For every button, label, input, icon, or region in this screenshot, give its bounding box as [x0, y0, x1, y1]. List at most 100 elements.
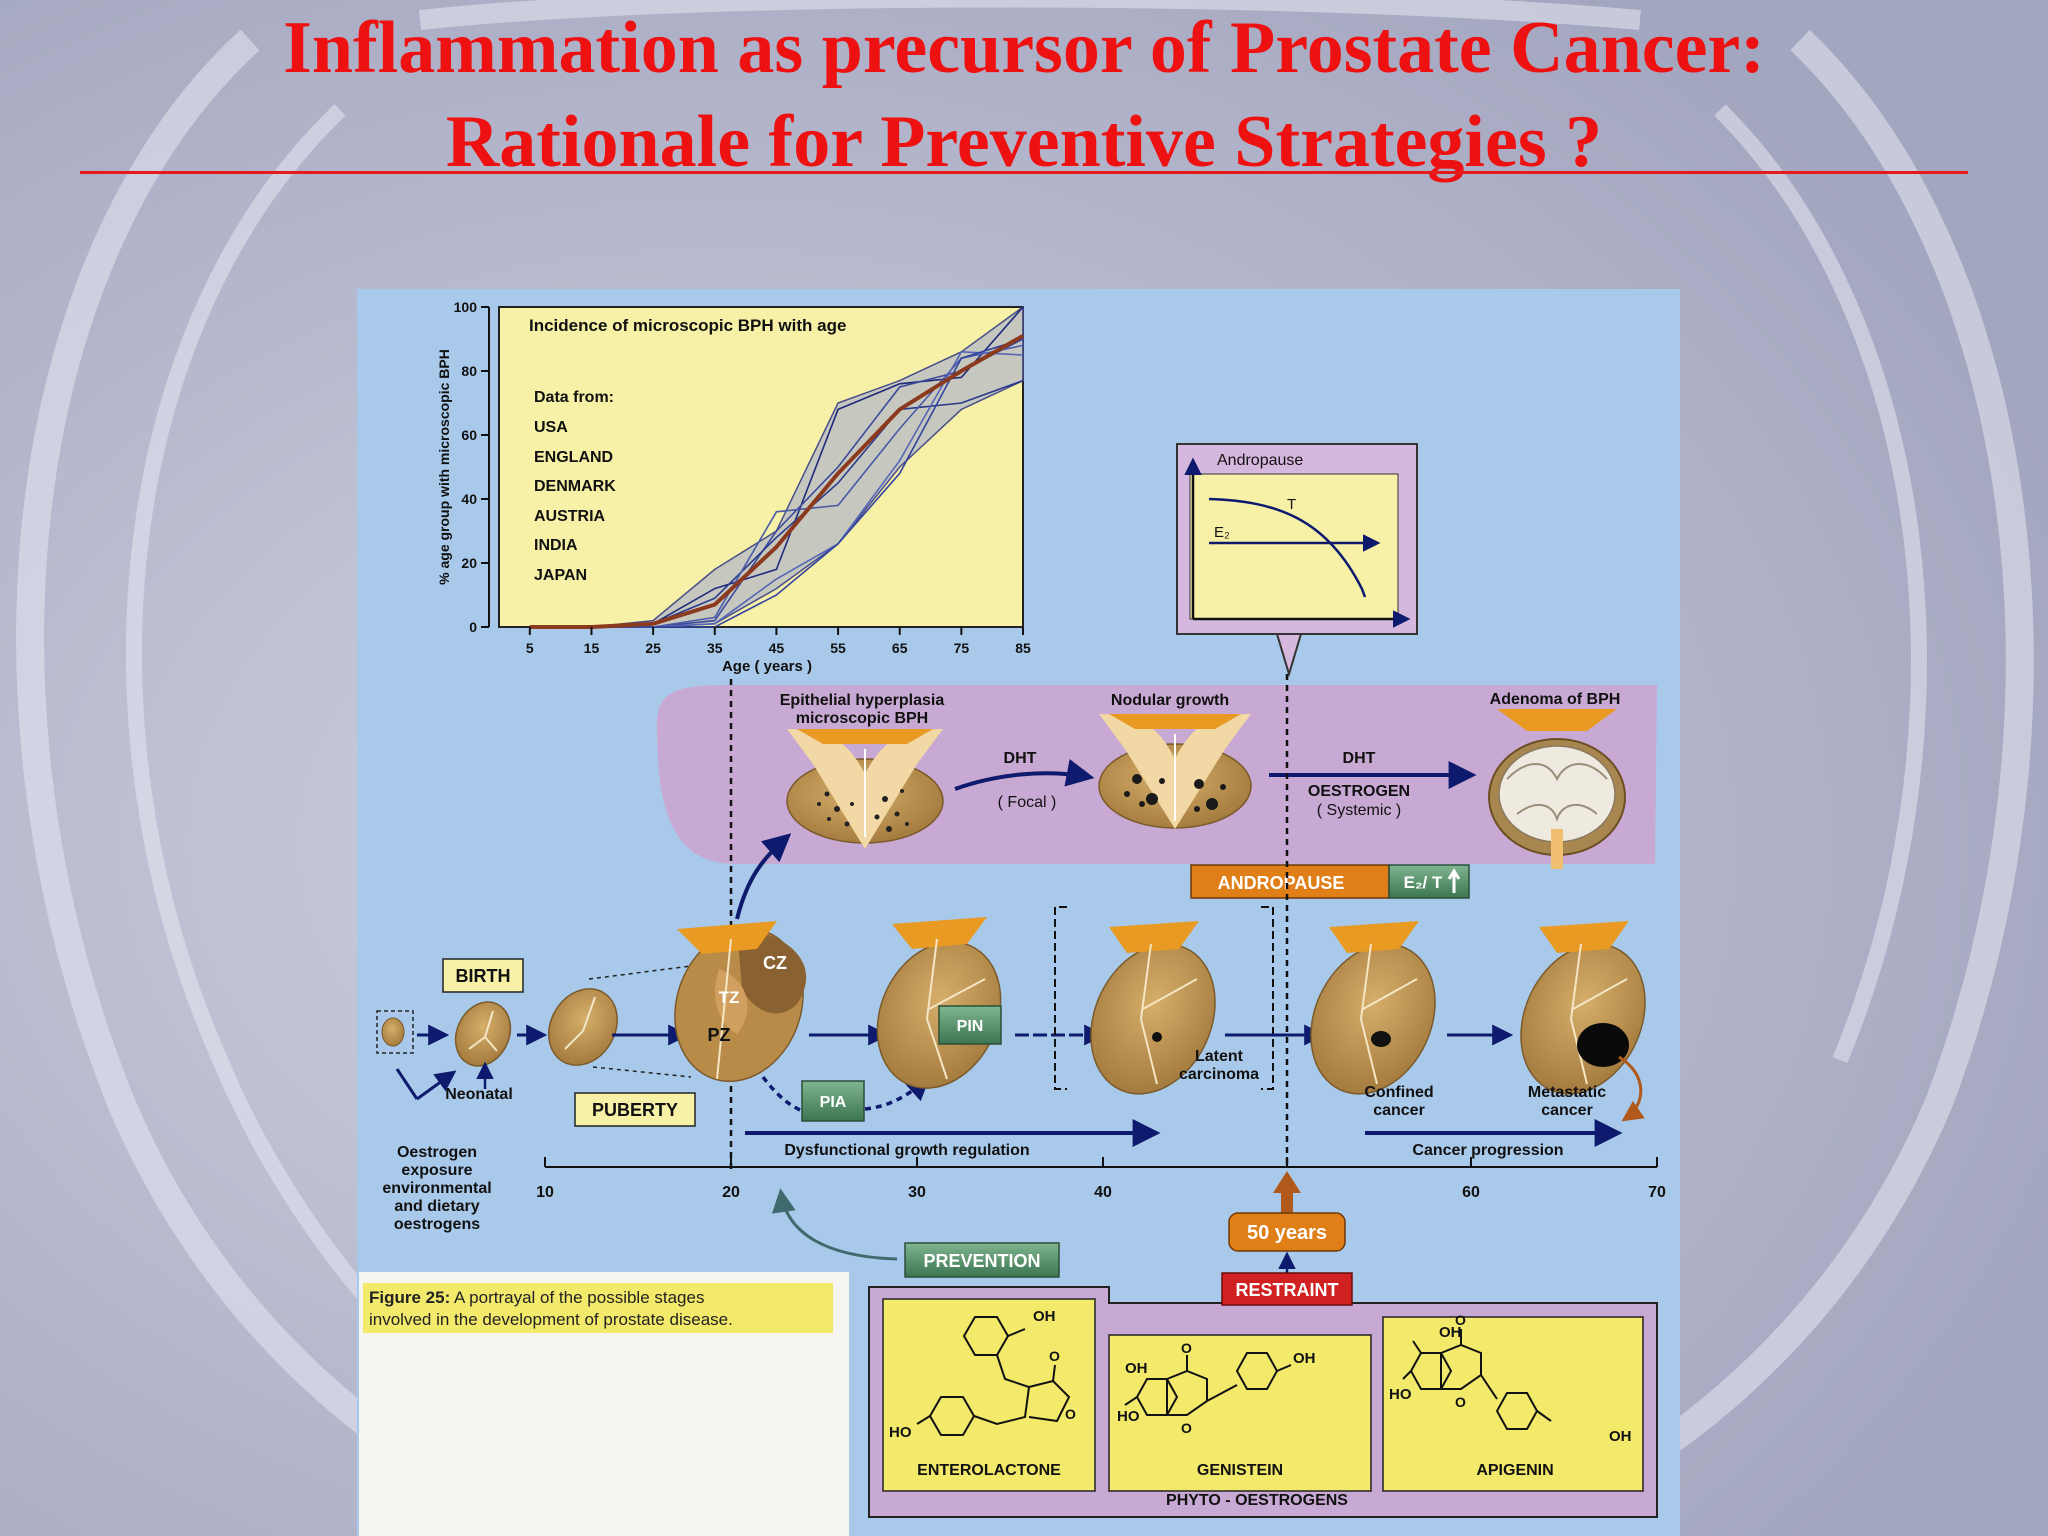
- adult-zonal-gland: [674, 921, 807, 1083]
- caption-text-1: A portrayal of the possible stages: [450, 1288, 704, 1307]
- chart-y-label: % age group with microscopic BPH: [436, 349, 452, 585]
- dht-focal-label: DHT: [1004, 750, 1037, 767]
- stage-nodular-label: Nodular growth: [1111, 692, 1229, 709]
- latent-label: Latent: [1195, 1048, 1244, 1065]
- stage-adenoma-label: Adenoma of BPH: [1490, 691, 1621, 708]
- andropause-title: Andropause: [1217, 452, 1303, 469]
- oestrogen-exposure-line2: exposure: [401, 1162, 472, 1179]
- stage-epithelial-sublabel: microscopic BPH: [796, 710, 928, 727]
- arrow-up-icon: [1447, 868, 1461, 893]
- chart-x-tick-label: 5: [526, 640, 534, 656]
- chart-x-tick-label: 25: [645, 640, 661, 656]
- enterolactone-oh: OH: [1033, 1308, 1056, 1325]
- fifty-years-badge: [1228, 1212, 1346, 1252]
- apigenin-label: APIGENIN: [1476, 1462, 1553, 1479]
- prevention-arrow: [771, 1188, 898, 1261]
- chart-x-tick-label: 85: [1015, 640, 1031, 656]
- timeline-tick-60: 60: [1462, 1184, 1480, 1201]
- pin-label: PIN: [957, 1018, 984, 1035]
- andropause-t-curve: [1208, 497, 1367, 598]
- adult-to-bph-arrow: [735, 833, 792, 920]
- chart-country-england: ENGLAND: [534, 449, 613, 466]
- puberty-dotted-lower: [592, 1066, 692, 1078]
- chart-series-group: [529, 306, 1024, 629]
- focal-label: ( Focal ): [998, 794, 1057, 811]
- confined-label-2: cancer: [1373, 1102, 1425, 1119]
- latent-carcinoma-gland: [1090, 921, 1216, 1095]
- metastasis-arrow: [1618, 1055, 1645, 1122]
- confined-label-1: Confined: [1364, 1084, 1433, 1101]
- enterolactone-carbonyl-o: O: [1049, 1348, 1060, 1364]
- andropause-bar: [1190, 864, 1390, 899]
- andropause-e2-label: E₂: [1214, 524, 1230, 541]
- chart-country-japan: JAPAN: [534, 567, 587, 584]
- pia-to-pin-dashed: [864, 1075, 931, 1111]
- carcinoma-label: carcinoma: [1179, 1066, 1259, 1083]
- andropause-t-label: T: [1287, 496, 1296, 513]
- neonatal-label: Neonatal: [445, 1086, 513, 1103]
- apigenin-ring-o: O: [1455, 1394, 1466, 1410]
- fifty-years-arrow: [1273, 1171, 1301, 1213]
- restraint-label: RESTRAINT: [1236, 1280, 1339, 1300]
- title-underline: [80, 171, 1968, 174]
- chart-x-tick-label: 75: [954, 640, 970, 656]
- caption-line-1: Figure 25: A portrayal of the possible s…: [369, 1288, 704, 1307]
- e2t-label: E₂/ T: [1404, 873, 1443, 892]
- enterolactone-structure: OH O O HO ENTEROLACTONE: [882, 1298, 1096, 1492]
- slide-title-line-1: Inflammation as precursor of Prostate Ca…: [283, 7, 1765, 89]
- tz-label: TZ: [719, 988, 740, 1007]
- phyto-label: PHYTO - OESTROGENS: [1166, 1492, 1348, 1509]
- caption-line-2: involved in the development of prostate …: [369, 1310, 733, 1329]
- stage-epithelial-label: Epithelial hyperplasia: [780, 692, 945, 709]
- puberty-box: [574, 1092, 696, 1127]
- confined-cancer-gland: [1310, 921, 1436, 1095]
- oestrogen-exposure-line4: and dietary: [394, 1198, 479, 1215]
- timeline-tick-30: 30: [908, 1184, 926, 1201]
- chart-title: Incidence of microscopic BPH with age: [529, 316, 846, 335]
- fetal-gland: [381, 1017, 405, 1047]
- adenoma-gland: [1488, 709, 1626, 869]
- timeline-tick-40: 40: [1094, 1184, 1112, 1201]
- restraint-badge: [1221, 1272, 1353, 1306]
- andropause-pointer: [1275, 633, 1303, 678]
- systemic-label: ( Systemic ): [1317, 802, 1401, 819]
- andropause-chart: Andropause T E₂: [1176, 443, 1418, 678]
- chart-x-tick-label: 65: [892, 640, 908, 656]
- pia-badge: [801, 1080, 865, 1122]
- prevention-label: PREVENTION: [923, 1251, 1040, 1271]
- apigenin-oh-2: OH: [1609, 1428, 1632, 1445]
- apigenin-carbonyl-o: O: [1455, 1312, 1466, 1328]
- genistein-structure: OH O OH O HO GENISTEIN: [1108, 1334, 1372, 1492]
- latent-left-bracket: [1054, 906, 1067, 1090]
- cancer-progression-label: Cancer progression: [1412, 1142, 1563, 1159]
- caption-highlight: [363, 1283, 833, 1333]
- epithelial-to-nodular-arrow: [954, 759, 1095, 791]
- chart-x-label: Age ( years ): [722, 658, 812, 675]
- timeline-tick-70: 70: [1648, 1184, 1666, 1201]
- adult-to-pia-dashed: [761, 1075, 818, 1116]
- chart-y-tick-label: 20: [461, 555, 477, 571]
- genistein-label: GENISTEIN: [1197, 1462, 1283, 1479]
- age-timeline: 10 20 30 40 60 70: [536, 1157, 1666, 1201]
- child-gland: [548, 988, 618, 1066]
- prevention-badge: [904, 1242, 1060, 1278]
- enterolactone-ho: HO: [889, 1424, 912, 1441]
- puberty-label: PUBERTY: [592, 1100, 678, 1120]
- pz-label: PZ: [707, 1025, 730, 1045]
- chart-country-denmark: DENMARK: [534, 478, 616, 495]
- chart-y-tick-label: 100: [454, 299, 478, 315]
- oestrogen-label: OESTROGEN: [1308, 783, 1410, 800]
- chart-mean-line: [529, 334, 1024, 629]
- birth-label: BIRTH: [456, 966, 511, 986]
- epithelial-hyperplasia-gland: [786, 729, 944, 849]
- puberty-dotted-upper: [588, 964, 700, 980]
- chart-y-tick-label: 40: [461, 491, 477, 507]
- pin-badge: [938, 1005, 1002, 1045]
- genistein-ring-o: O: [1181, 1420, 1192, 1436]
- apigenin-structure: OH O O HO OH APIGENIN: [1382, 1312, 1644, 1492]
- timeline-tick-10: 10: [536, 1184, 554, 1201]
- chart-x-tick-label: 45: [769, 640, 785, 656]
